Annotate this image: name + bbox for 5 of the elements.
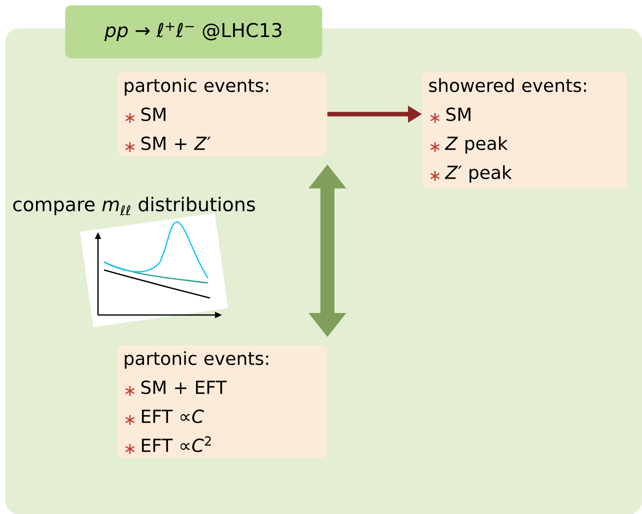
compare-label: compare m$_{ℓℓ}$ distributions <box>13 196 255 216</box>
event-box: showered events: SM Z peak Z′ peak <box>422 72 628 189</box>
event-box: partonic events: SM + EFT EFT ∝C EFT ∝C$^{2}$ <box>117 345 328 458</box>
event-box: partonic events: SM SM + Z′ <box>117 72 328 156</box>
title-tab: pp → ℓ$^{+}$ℓ$^{−}$ @LHC13 <box>65 5 322 58</box>
